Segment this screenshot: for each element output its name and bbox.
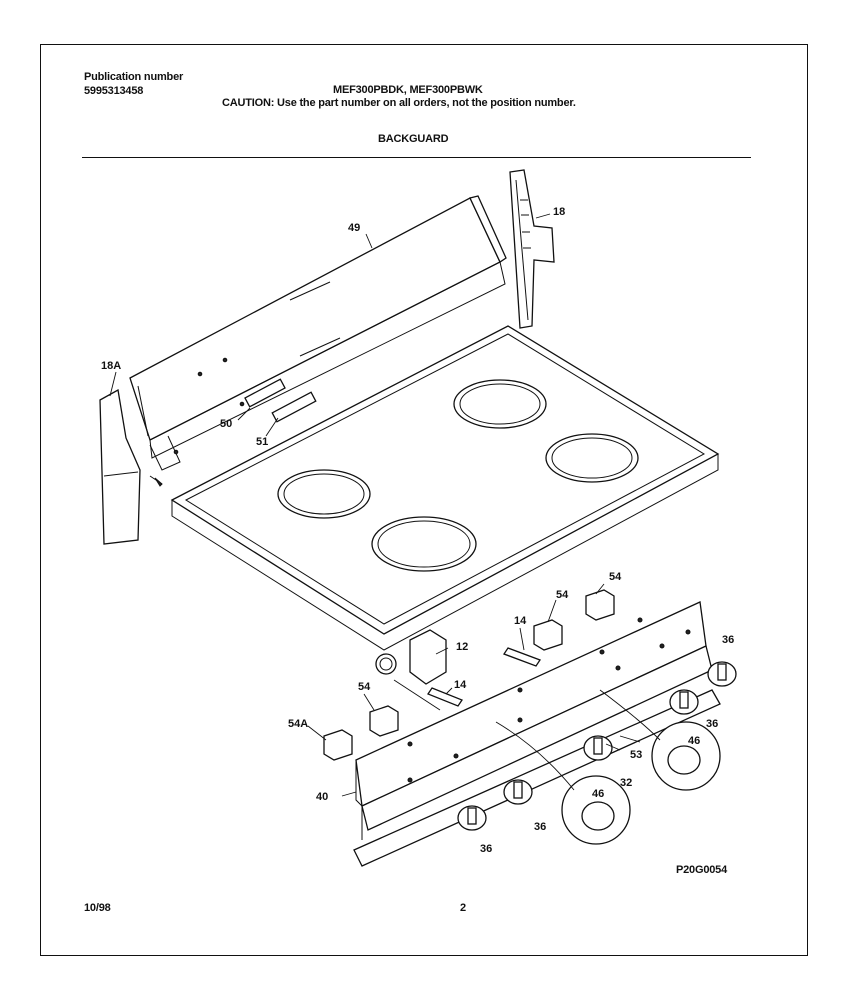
right-side-trim — [509, 169, 555, 329]
callout-46-bottom: 46 — [592, 788, 604, 800]
knob-right-top — [707, 661, 737, 687]
callout-36-right-mid: 36 — [706, 718, 718, 730]
indicator-light-left — [369, 705, 399, 737]
callout-51: 51 — [256, 436, 268, 448]
callout-36-bottom-left: 36 — [480, 843, 492, 855]
publication-label: Publication number — [84, 71, 184, 83]
push-switch-top — [503, 647, 541, 667]
indicator-light-54a — [323, 729, 353, 761]
model-numbers: MEF300PBDK, MEF300PBWK — [333, 84, 483, 96]
knob-bottom-left — [457, 805, 487, 831]
knob-32 — [583, 735, 613, 761]
left-side-trim — [99, 388, 163, 545]
knob-detail-bottom — [495, 721, 631, 845]
revision-date: 10/98 — [84, 902, 111, 914]
leader-lines — [109, 213, 641, 797]
page-frame — [40, 44, 808, 956]
callout-14-top: 14 — [514, 615, 527, 627]
callout-36-bottom-mid: 36 — [534, 821, 546, 833]
callout-12: 12 — [456, 641, 468, 653]
callout-18a: 18A — [101, 360, 121, 372]
caution-note: CAUTION: Use the part number on all orde… — [222, 97, 576, 109]
callout-14-mid: 14 — [454, 679, 467, 691]
control-panel — [353, 601, 721, 867]
callout-54-top: 54 — [609, 571, 622, 583]
diagram-code: P20G0054 — [676, 864, 727, 876]
callout-32: 32 — [620, 777, 632, 789]
cooktop — [170, 325, 720, 651]
section-title: BACKGUARD — [378, 133, 449, 145]
knob-right-mid — [669, 689, 699, 715]
callout-50: 50 — [220, 418, 232, 430]
push-switch-mid — [427, 687, 463, 707]
callout-54-mid: 54 — [556, 589, 569, 601]
page-number: 2 — [460, 902, 466, 914]
callout-36-right-top: 36 — [722, 634, 734, 646]
indicator-light-top — [585, 589, 615, 621]
infinite-switch — [375, 629, 447, 711]
callout-40: 40 — [316, 791, 328, 803]
callout-54-left: 54 — [358, 681, 371, 693]
backguard-panel — [129, 195, 507, 471]
knob-detail-right — [599, 689, 721, 791]
indicator-light-mid — [533, 619, 563, 651]
header-rule — [82, 157, 751, 158]
callout-54a: 54A — [288, 718, 308, 730]
publication-number: 5995313458 — [84, 85, 144, 97]
callout-53: 53 — [630, 749, 642, 761]
callout-49: 49 — [348, 222, 360, 234]
knob-bottom-mid — [503, 779, 533, 805]
callout-18: 18 — [553, 206, 565, 218]
callout-46-right: 46 — [688, 735, 700, 747]
